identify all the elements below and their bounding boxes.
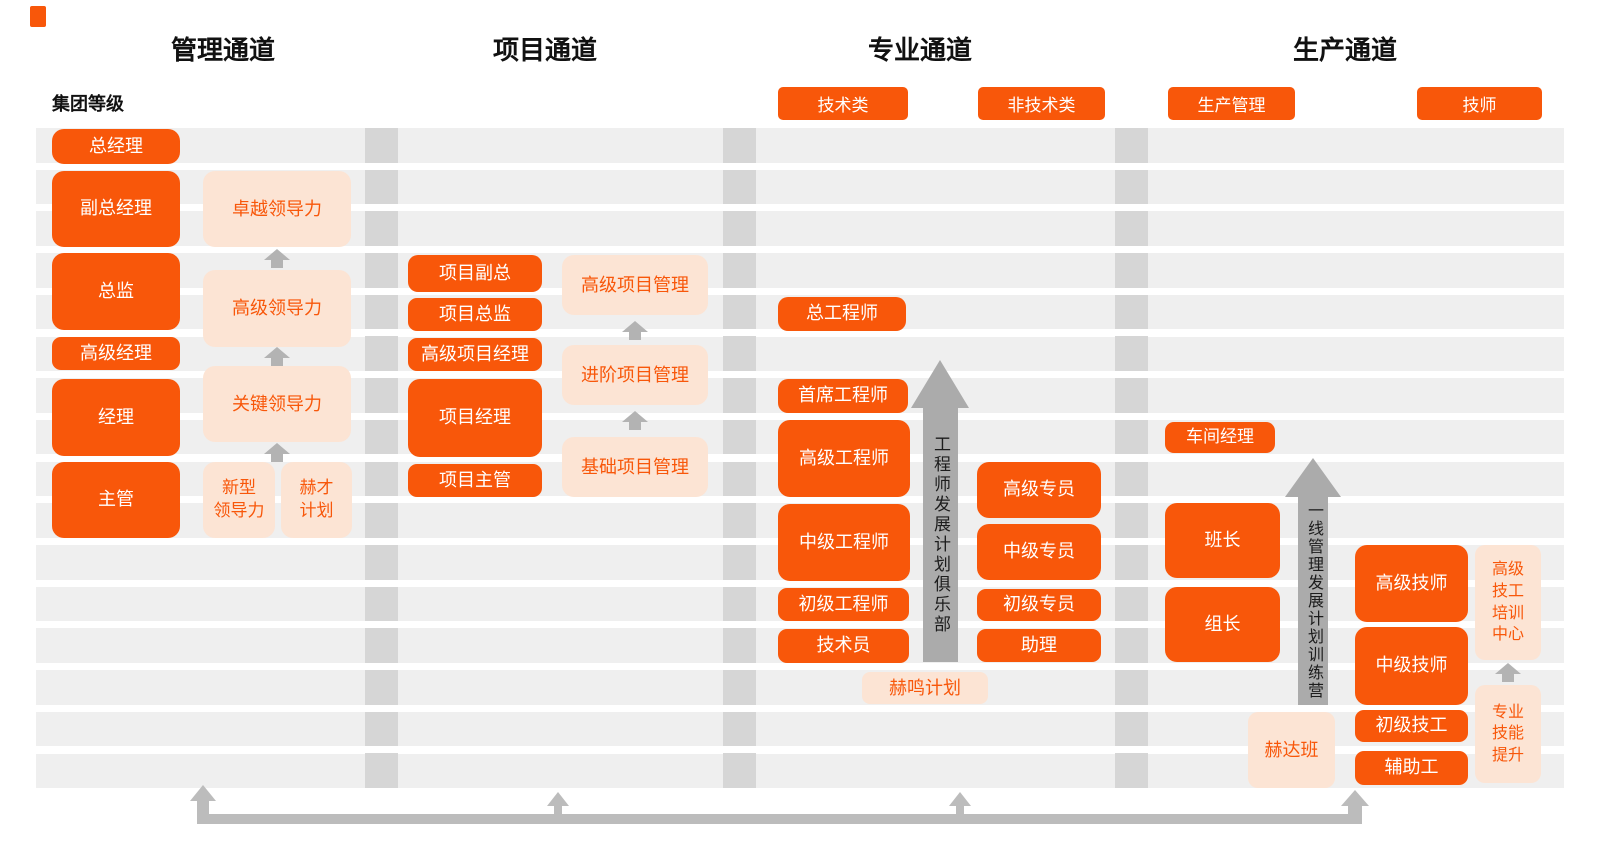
program-box-hecai-plan: 赫才 计划 [281,462,352,538]
level-box-assistant: 助理 [977,629,1101,662]
level-box-foreman: 班长 [1165,503,1280,578]
up-arrow-icon [622,411,648,430]
level-box-deputy-general-manager: 副总经理 [52,171,180,247]
up-arrow-icon [1341,790,1369,806]
row-gap [36,496,1564,504]
row-gap [36,704,1564,712]
row-gap [36,329,1564,337]
level-box-helper: 辅助工 [1355,751,1468,785]
level-box-project-supervisor: 项目主管 [408,464,542,497]
program-box-key-leadership: 关键领导力 [203,366,351,442]
category-tech: 技术类 [778,87,908,120]
row-gap [36,162,1564,170]
big-up-arrow-icon [1285,458,1341,497]
up-arrow-icon [622,321,648,340]
row-gap [36,579,1564,587]
level-box-general-manager: 总经理 [52,129,180,164]
channel-title-production: 生产通道 [1292,35,1397,65]
level-stripe [36,670,1564,705]
program-box-basic-pm: 基础项目管理 [562,437,708,497]
row-gap [36,371,1564,379]
level-box-supervisor: 主管 [52,462,180,538]
up-arrow-icon [264,347,290,366]
level-box-principal-engineer: 首席工程师 [778,379,908,413]
level-box-junior-technician: 初级技工 [1355,710,1468,742]
level-box-senior-specialist: 高级专员 [977,462,1101,518]
level-box-project-director: 项目总监 [408,298,542,331]
program-box-skill-upgrade: 专业 技能 提升 [1475,685,1541,783]
row-gap [36,621,1564,629]
program-box-excellent-leadership: 卓越领导力 [203,171,351,247]
up-arrow-icon [1495,663,1521,682]
level-box-senior-engineer: 高级工程师 [778,420,910,497]
category-production-mgmt: 生产管理 [1168,87,1295,120]
level-box-project-vp: 项目副总 [408,255,542,292]
program-box-training-center: 高级 技工 培训 中心 [1475,545,1541,660]
bottom-connector-line [197,814,1362,824]
engineer-club-arrow-label: 工程师发展计划俱乐部 [931,435,950,635]
level-box-senior-technician: 高级技师 [1355,545,1468,622]
program-box-advanced-leadership: 高级领导力 [203,270,351,347]
corner-mark [30,6,46,27]
program-box-heming-plan: 赫鸣计划 [862,672,988,704]
row-gap [36,746,1564,754]
frontline-camp-arrow-label: 一线管理发展计划训练营 [1305,502,1322,700]
level-box-project-manager: 项目经理 [408,379,542,457]
channel-title-professional: 专业通道 [867,35,972,65]
row-gap [36,287,1564,295]
level-box-technician: 技术员 [778,629,909,663]
up-arrow-icon [190,785,216,801]
program-box-advanced-pm: 进阶项目管理 [562,345,708,405]
channel-title-project: 项目通道 [492,35,597,65]
level-box-senior-project-manager: 高级项目经理 [408,338,542,371]
level-box-junior-engineer: 初级工程师 [778,588,909,621]
up-arrow-icon [547,792,569,806]
program-box-heda-class: 赫达班 [1248,712,1335,788]
row-gap [36,662,1564,671]
category-nontech: 非技术类 [978,87,1105,120]
level-box-team-leader: 组长 [1165,587,1280,662]
level-stripe [36,128,1564,163]
level-box-chief-engineer: 总工程师 [778,297,906,331]
level-box-junior-specialist: 初级专员 [977,589,1101,621]
category-technician: 技师 [1417,87,1542,120]
program-box-senior-pm: 高级项目管理 [562,255,708,315]
row-gap [36,412,1564,420]
program-box-new-leadership: 新型 领导力 [203,462,275,538]
level-box-mid-engineer: 中级工程师 [778,504,910,581]
row-gap [36,245,1564,254]
up-arrow-icon [264,249,290,268]
level-box-manager: 经理 [52,379,180,456]
big-up-arrow-icon [911,360,969,408]
level-box-senior-manager: 高级经理 [52,337,180,370]
level-box-workshop-manager: 车间经理 [1165,422,1275,453]
up-arrow-icon [264,443,290,462]
up-arrow-icon [949,792,971,806]
level-box-mid-technician: 中级技师 [1355,627,1468,705]
group-level-label: 集团等级 [52,94,124,114]
channel-title-management: 管理通道 [170,35,275,65]
row-gap [36,204,1564,212]
level-box-director: 总监 [52,253,180,330]
level-box-mid-specialist: 中级专员 [977,524,1101,580]
